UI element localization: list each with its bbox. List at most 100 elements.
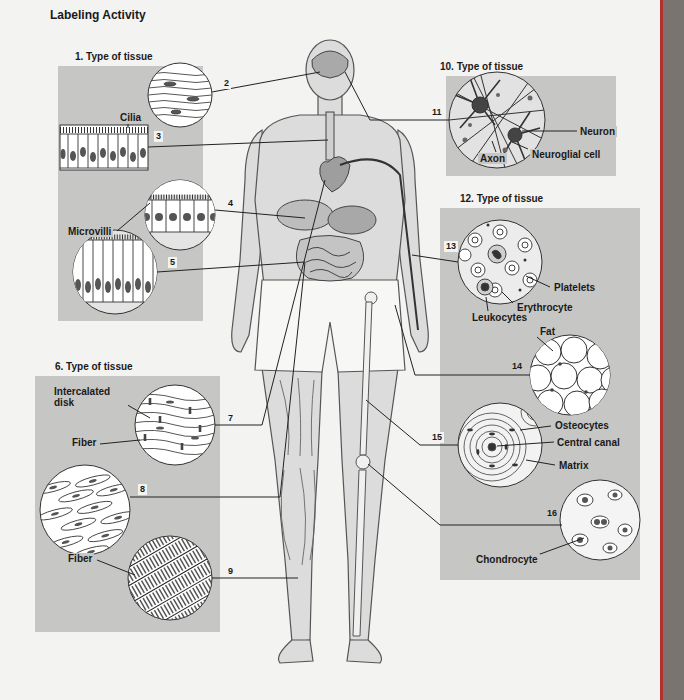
cartilage-tissue xyxy=(582,497,588,503)
ciliated-epithelium xyxy=(60,127,148,133)
blood-tissue xyxy=(522,242,528,248)
internal-organs xyxy=(340,159,418,330)
bone-tissue xyxy=(488,443,496,451)
part-label: Osteocytes xyxy=(553,420,611,431)
leader-line xyxy=(345,72,449,120)
blood-tissue xyxy=(471,263,485,277)
cartilage-tissue xyxy=(560,480,640,560)
callout-number: 9 xyxy=(226,566,235,577)
callout-number: 16 xyxy=(545,508,559,519)
ciliated-epithelium xyxy=(70,151,76,161)
nervous-tissue xyxy=(503,148,508,153)
internal-organs xyxy=(312,51,348,78)
blood-tissue xyxy=(459,225,537,297)
adipose-tissue xyxy=(561,337,587,363)
leader-line xyxy=(212,72,320,92)
bone-tissue xyxy=(489,465,495,468)
bone-tissue xyxy=(464,419,520,475)
part-label: Central canal xyxy=(555,437,622,448)
cartilage-tissue xyxy=(560,480,640,560)
squamous-epithelium xyxy=(148,73,212,118)
page-title: Labeling Activity xyxy=(50,8,146,22)
adipose-tissue xyxy=(584,390,588,394)
part-label: Fiber xyxy=(70,437,98,448)
paper-edge xyxy=(662,0,684,700)
callout-number: 8 xyxy=(138,484,147,495)
blood-tissue xyxy=(497,229,503,235)
leader-line xyxy=(215,210,305,218)
cuboidal-epithelium xyxy=(197,213,205,221)
blood-tissue xyxy=(519,289,522,292)
callout-number: 7 xyxy=(226,413,235,424)
cartilage-tissue xyxy=(594,519,600,525)
part-label: Microvilli xyxy=(66,226,113,237)
smooth-muscle xyxy=(76,499,113,516)
cardiac-muscle xyxy=(156,426,164,429)
human-figure xyxy=(347,640,382,663)
leg-muscles xyxy=(280,378,315,565)
nervous-tissue xyxy=(463,93,533,153)
adipose-tissue xyxy=(550,362,588,394)
squamous-epithelium xyxy=(148,73,212,118)
smooth-muscle xyxy=(74,522,83,527)
ciliated-epithelium xyxy=(60,125,148,170)
smooth-muscle xyxy=(101,533,110,538)
cartilage-tissue xyxy=(618,524,632,536)
cuboidal-epithelium xyxy=(169,213,177,221)
nervous-tissue xyxy=(463,138,468,143)
blood-tissue xyxy=(472,237,478,243)
nervous-tissue xyxy=(468,123,472,127)
part-label: Axon xyxy=(478,153,507,164)
ciliated-epithelium xyxy=(61,149,66,159)
blood-tissue xyxy=(481,283,489,291)
smooth-muscle xyxy=(37,505,74,522)
blood-tissue xyxy=(477,279,493,295)
part-label: Chondrocyte xyxy=(474,554,540,565)
smooth-muscle xyxy=(89,479,98,484)
blood-tissue xyxy=(468,233,482,247)
leg-bones xyxy=(360,302,372,455)
part-label: Cilia xyxy=(118,112,143,123)
callout-number: 11 xyxy=(430,107,444,118)
cardiac-muscle xyxy=(145,398,200,450)
callout-number: 15 xyxy=(430,432,444,443)
nervous-tissue xyxy=(496,93,500,97)
bone-tissue xyxy=(482,437,502,457)
bone-tissue xyxy=(458,413,526,481)
ciliated-epithelium xyxy=(140,148,146,158)
blood-tissue xyxy=(518,238,532,252)
cartilage-tissue xyxy=(613,493,618,498)
cardiac-muscle xyxy=(156,400,199,439)
part-label: Fiber xyxy=(66,553,94,564)
columnar-epithelium xyxy=(145,281,151,293)
leader-line xyxy=(215,180,325,425)
smooth-muscle xyxy=(58,487,95,504)
blood-tissue xyxy=(509,265,515,271)
part-label: Leukocytes xyxy=(470,312,529,323)
bone-tissue xyxy=(470,425,514,469)
columnar-epithelium xyxy=(70,240,160,302)
blood-tissue xyxy=(458,220,542,304)
ciliated-epithelium xyxy=(60,125,148,170)
blood-tissue xyxy=(488,245,506,263)
panel-heading: 6. Type of tissue xyxy=(55,361,133,373)
blood-tissue xyxy=(505,261,519,275)
smooth-muscle xyxy=(114,515,123,520)
callout-number: 5 xyxy=(168,257,177,268)
internal-organs xyxy=(277,51,418,330)
cardiac-muscle xyxy=(133,394,218,454)
cartilage-tissue xyxy=(608,490,622,500)
cartilage-tissue xyxy=(577,494,593,506)
bone-tissue xyxy=(458,403,542,487)
bone-tissue xyxy=(509,429,515,432)
squamous-epithelium xyxy=(148,63,212,127)
cuboidal-epithelium xyxy=(140,200,220,232)
cuboidal-epithelium xyxy=(210,213,218,221)
internal-organs xyxy=(277,200,333,230)
ciliated-epithelium xyxy=(130,152,136,162)
cartilage-tissue xyxy=(591,516,609,528)
cartilage-tissue xyxy=(623,528,628,533)
callout-number: 3 xyxy=(154,131,163,142)
columnar-epithelium xyxy=(135,278,141,290)
part-label: Neuroglial cell xyxy=(530,149,602,160)
